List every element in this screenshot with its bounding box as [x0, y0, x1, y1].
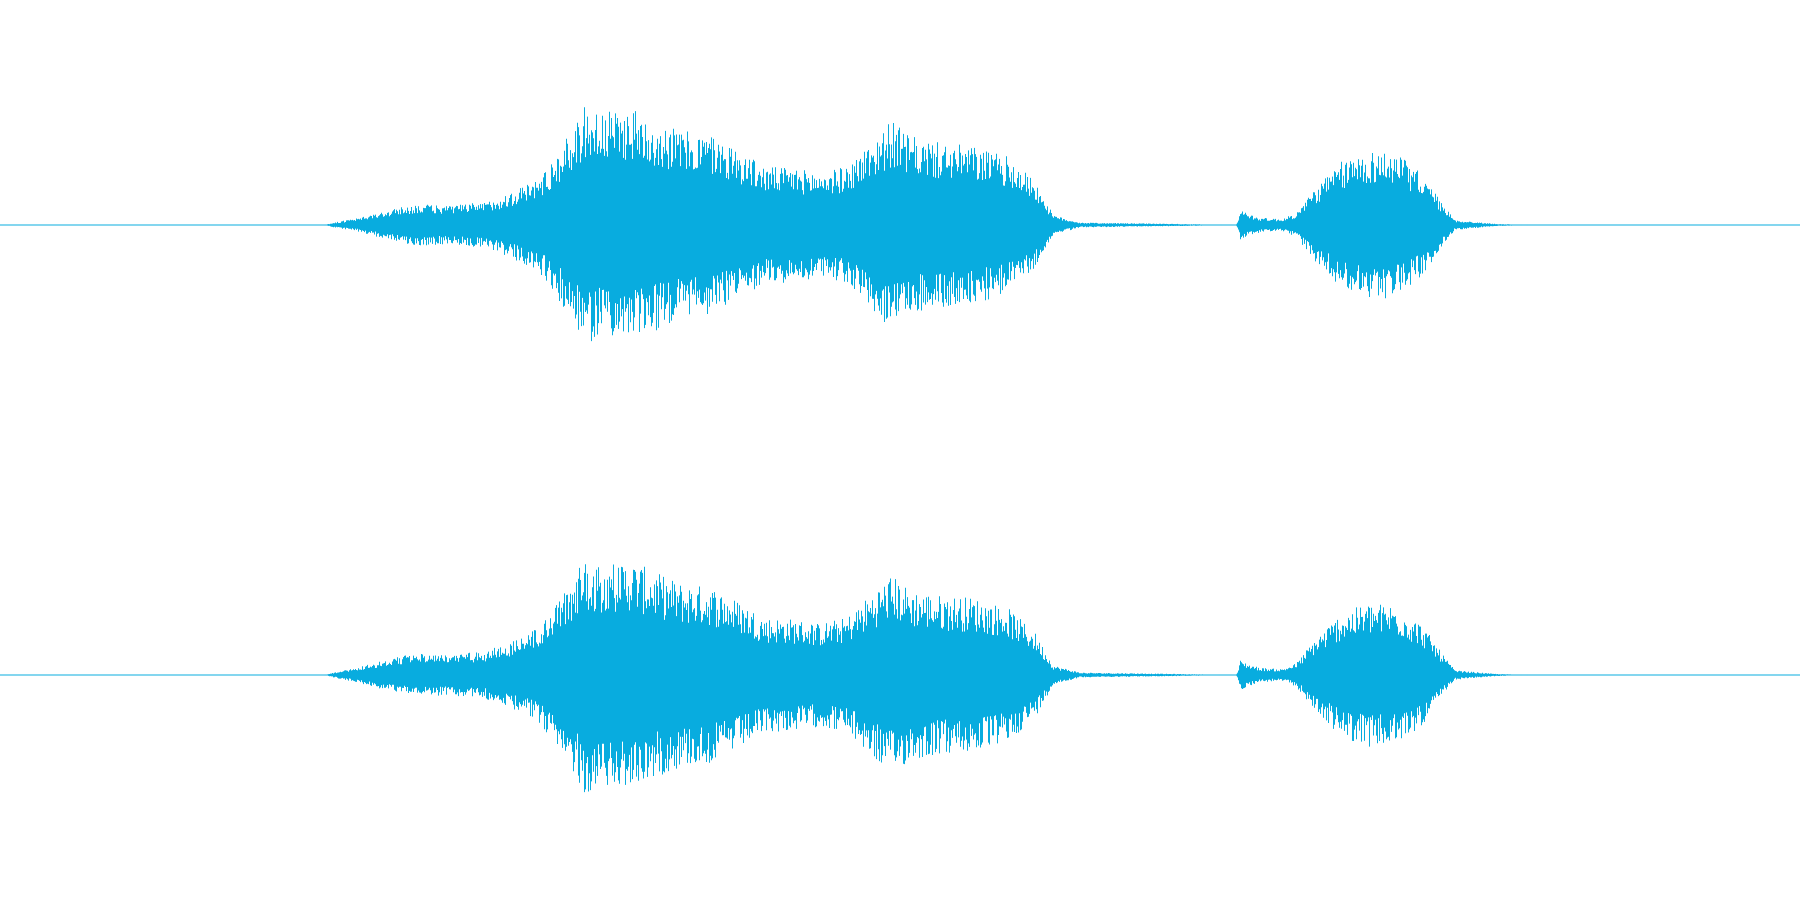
audio-channel-2 [0, 450, 1800, 900]
waveform-peaks [327, 564, 1512, 793]
waveform-channel-1-plot [0, 107, 1800, 342]
audio-channel-1 [0, 107, 1800, 342]
waveform-channel-2-plot [0, 564, 1800, 793]
waveform-peaks [327, 107, 1512, 342]
